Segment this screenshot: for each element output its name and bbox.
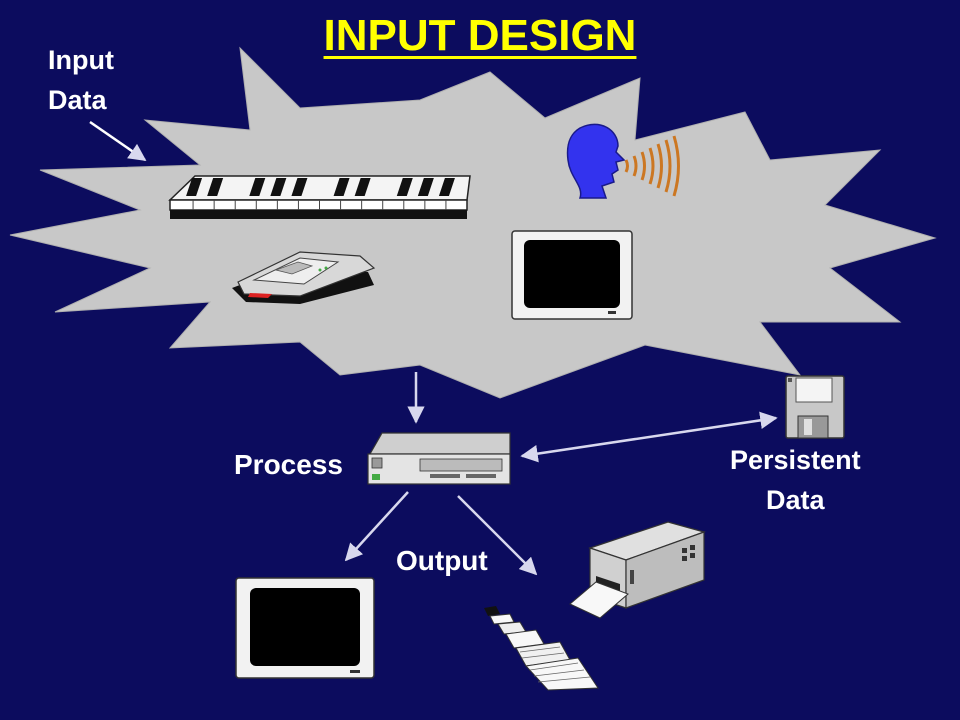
arrow-process-persistent: [520, 411, 778, 463]
printer-icon: [569, 521, 706, 619]
keyboard-black-key: [291, 178, 308, 196]
process-label: Process: [234, 449, 343, 480]
persistent-data-label: Persistent Data: [730, 440, 861, 520]
keyboard-black-key: [396, 178, 413, 196]
page-title: INPUT DESIGN: [323, 11, 637, 60]
input-data-label-line2: Data: [48, 85, 107, 115]
output-label: Output: [396, 545, 488, 576]
keyboard-black-key: [249, 178, 266, 196]
keyboard-black-key: [417, 178, 434, 196]
input-data-label: Input Data: [48, 40, 114, 120]
input-data-pointer-arrow: [89, 120, 147, 162]
arrow-process-to-monitor: [344, 491, 409, 562]
input-starburst: [9, 46, 937, 399]
keyboard-black-key: [270, 178, 287, 196]
persistent-data-label-line1: Persistent: [730, 445, 861, 475]
keyboard-black-key: [333, 178, 350, 196]
keyboard-black-key: [186, 178, 203, 196]
input-data-label-line1: Input: [48, 45, 114, 75]
arrow-process-to-printer: [457, 495, 538, 576]
keyboard-black-key: [207, 178, 224, 196]
keyboard-black-key: [438, 178, 455, 196]
monitor-icon: [511, 230, 633, 320]
output-monitor-icon: [235, 577, 375, 679]
keyboard-black-key: [354, 178, 371, 196]
computer-unit-icon: [367, 432, 511, 485]
scanner-icon: [232, 251, 376, 304]
keyboard-icon: [168, 175, 471, 219]
floppy-disk-icon: [785, 375, 845, 439]
voice-input-icon: [566, 123, 680, 199]
paper-report-icon: [484, 606, 599, 691]
persistent-data-label-line2: Data: [766, 485, 825, 515]
